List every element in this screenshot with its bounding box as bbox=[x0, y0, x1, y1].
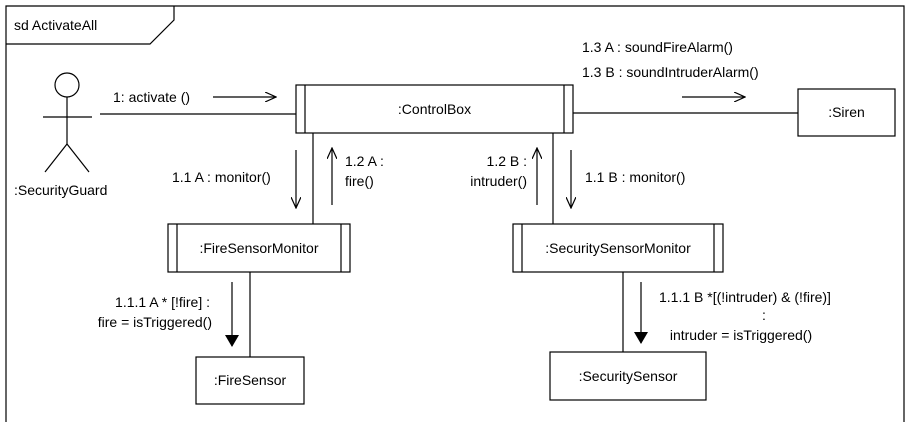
security-sensor-monitor-object[interactable]: :SecuritySensorMonitor bbox=[512, 223, 724, 273]
fire-message-line2: fire() bbox=[345, 173, 374, 189]
sequence-frame: sd ActivateAll bbox=[5, 5, 905, 422]
links bbox=[100, 112, 798, 357]
fire-sensor-label: :FireSensor bbox=[214, 372, 287, 388]
siren-object[interactable]: :Siren bbox=[797, 88, 896, 137]
message-arrows bbox=[213, 97, 745, 347]
frame-label: sd ActivateAll bbox=[14, 17, 97, 33]
intruder-trigger-message-line2: : bbox=[762, 307, 766, 323]
activate-message: 1: activate () bbox=[113, 89, 190, 105]
message-labels: 1: activate () 1.3 A : soundFireAlarm() … bbox=[98, 39, 831, 343]
fire-sensor-object[interactable]: :FireSensor bbox=[195, 356, 305, 405]
monitor-b-message: 1.1 B : monitor() bbox=[585, 169, 685, 185]
fire-trigger-message-line1: 1.1.1 A * [!fire] : bbox=[115, 294, 210, 310]
security-guard-actor[interactable]: :SecurityGuard bbox=[14, 72, 107, 198]
security-sensor-monitor-label: :SecuritySensorMonitor bbox=[545, 240, 691, 256]
intruder-trigger-message-line3: intruder = isTriggered() bbox=[670, 327, 812, 343]
actor-name: :SecurityGuard bbox=[14, 182, 107, 198]
actor-head-icon bbox=[54, 72, 80, 98]
intruder-message-line1: 1.2 B : bbox=[487, 153, 527, 169]
sound-fire-alarm-message: 1.3 A : soundFireAlarm() bbox=[582, 39, 733, 55]
security-sensor-label: :SecuritySensor bbox=[579, 368, 678, 384]
monitor-a-message: 1.1 A : monitor() bbox=[172, 169, 271, 185]
siren-label: :Siren bbox=[828, 104, 865, 120]
control-box-label: :ControlBox bbox=[398, 101, 471, 117]
fire-sensor-monitor-object[interactable]: :FireSensorMonitor bbox=[167, 223, 351, 273]
fire-message-line1: 1.2 A : bbox=[345, 153, 384, 169]
intruder-message-line2: intruder() bbox=[470, 173, 527, 189]
sound-intruder-alarm-message: 1.3 B : soundIntruderAlarm() bbox=[582, 64, 759, 80]
fire-sensor-monitor-label: :FireSensorMonitor bbox=[199, 240, 318, 256]
intruder-trigger-message-line1: 1.1.1 B *[(!intruder) & (!fire)] bbox=[659, 289, 831, 305]
control-box-object[interactable]: :ControlBox bbox=[295, 84, 574, 134]
security-sensor-object[interactable]: :SecuritySensor bbox=[549, 351, 707, 401]
fire-trigger-message-line2: fire = isTriggered() bbox=[98, 314, 212, 330]
